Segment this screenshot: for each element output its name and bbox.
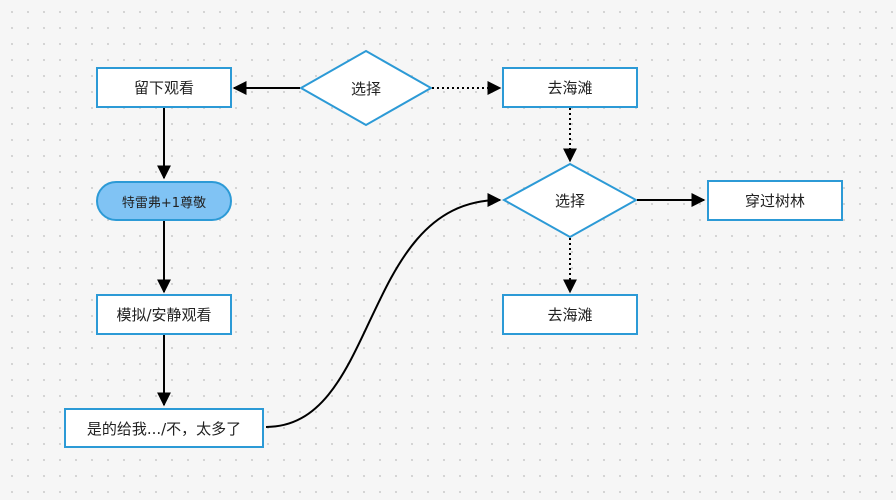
node-mimic-watch[interactable]: 模拟/安静观看 (96, 294, 232, 335)
decision-diamond-middle[interactable] (501, 162, 639, 239)
edge-yesno-to-choice-mid (265, 193, 502, 428)
node-through-woods[interactable]: 穿过树林 (707, 180, 843, 221)
node-beach-top-label: 去海滩 (547, 79, 593, 97)
decision-middle-label: 选择 (554, 191, 585, 210)
node-stay-watch-label: 留下观看 (133, 79, 194, 97)
node-through-woods-label: 穿过树林 (744, 192, 805, 210)
decision-top-label: 选择 (350, 79, 381, 98)
node-stay-watch[interactable]: 留下观看 (96, 67, 232, 108)
node-beach-bottom-label: 去海滩 (547, 306, 593, 324)
node-trevor-respect-label: 特雷弗+1尊敬 (121, 195, 207, 211)
node-mimic-watch-label: 模拟/安静观看 (116, 306, 212, 324)
node-yes-no[interactable]: 是的给我.../不，太多了 (64, 408, 264, 448)
node-yes-no-label: 是的给我.../不，太多了 (86, 419, 242, 438)
decision-diamond-top[interactable] (298, 49, 434, 127)
node-beach-top[interactable]: 去海滩 (502, 67, 638, 108)
node-beach-bottom[interactable]: 去海滩 (502, 294, 638, 335)
node-trevor-respect[interactable]: 特雷弗+1尊敬 (96, 181, 232, 221)
